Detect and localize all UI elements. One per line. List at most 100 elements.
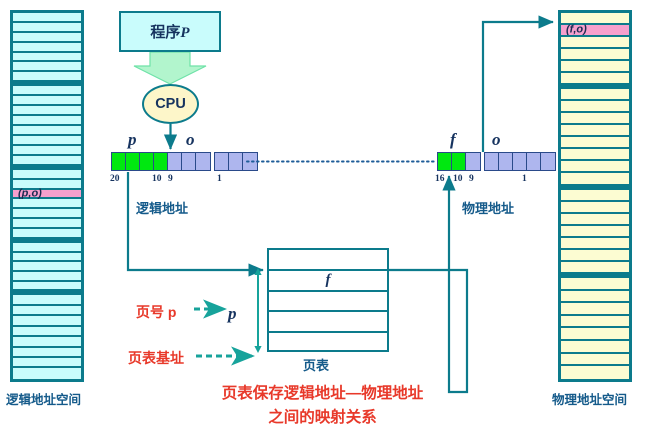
logical-tick-10: 10	[152, 174, 162, 184]
logical-tick-9: 9	[168, 174, 173, 184]
memory-row	[13, 106, 81, 117]
logical-address-field-o	[214, 152, 258, 171]
physical-group: (f,o)	[561, 13, 629, 89]
bit-cell	[527, 153, 541, 170]
memory-row	[13, 22, 81, 33]
memory-row	[13, 347, 81, 359]
memory-row-highlight-label: (p,o)	[18, 186, 42, 199]
bit-cell	[229, 153, 243, 170]
p-field-to-page-table-path	[126, 172, 264, 277]
cpu-node: CPU	[142, 84, 199, 124]
memory-row	[13, 281, 81, 292]
logical-group	[13, 13, 81, 87]
bit-cell	[126, 153, 140, 170]
memory-row	[13, 272, 81, 282]
memory-row	[561, 303, 629, 316]
program-label: 程序P	[150, 21, 189, 42]
page-table-row	[269, 250, 387, 271]
memory-row	[561, 137, 629, 150]
memory-row	[561, 173, 629, 186]
bit-cell	[243, 153, 257, 170]
memory-row	[13, 305, 81, 317]
page-table-base-annotation: 页表基址	[128, 350, 184, 366]
physical-field-o-label: o	[492, 130, 501, 149]
memory-row-highlight-label: (f,o)	[566, 23, 587, 36]
memory-row	[561, 261, 629, 274]
memory-row	[13, 316, 81, 327]
physical-address-bar	[437, 152, 556, 171]
page-table-row: f	[269, 271, 387, 292]
program-to-cpu-arrow	[133, 52, 207, 85]
memory-row	[13, 126, 81, 136]
memory-row	[13, 252, 81, 263]
memory-row	[561, 290, 629, 304]
logical-address-caption: 逻辑地址	[136, 201, 189, 216]
logical-group	[13, 86, 81, 170]
program-label-var: P	[180, 25, 190, 41]
memory-row	[561, 328, 629, 342]
bit-cell	[168, 153, 182, 170]
memory-row	[13, 199, 81, 210]
logical-field-p-label: p	[128, 130, 137, 149]
memory-row	[13, 42, 81, 53]
memory-row	[13, 72, 81, 83]
memory-row	[13, 32, 81, 43]
logical-tick-20: 20	[110, 174, 120, 184]
page-table-row	[269, 292, 387, 313]
physical-address-space-label: 物理地址空间	[552, 393, 628, 407]
memory-row	[13, 262, 81, 272]
physical-tick-9: 9	[469, 174, 474, 184]
memory-row	[561, 315, 629, 329]
logical-group: (p,o)	[13, 169, 81, 244]
memory-row	[13, 155, 81, 166]
memory-row	[13, 229, 81, 239]
memory-row	[13, 243, 81, 253]
memory-row	[13, 135, 81, 146]
memory-row	[561, 278, 629, 291]
bit-cell	[499, 153, 513, 170]
physical-tick-16: 16	[435, 174, 445, 184]
physical-field-f-label: f	[450, 130, 456, 149]
memory-row	[561, 366, 629, 379]
bit-cell	[154, 153, 168, 170]
bottom-caption-line-2: 之间的映射关系	[268, 409, 377, 426]
physical-address-caption: 物理地址	[462, 201, 515, 216]
logical-group	[13, 295, 81, 379]
memory-row	[561, 13, 629, 25]
program-label-text: 程序	[150, 24, 181, 41]
memory-row	[561, 201, 629, 214]
bit-cell	[182, 153, 196, 170]
memory-row	[13, 326, 81, 338]
memory-row	[561, 88, 629, 101]
size-indicator-arrow-down	[254, 346, 262, 353]
memory-row	[561, 237, 629, 250]
physical-address-space-block: (f,o)	[558, 10, 632, 382]
memory-row	[13, 358, 81, 369]
memory-row	[13, 13, 81, 23]
page-table-row	[269, 333, 387, 354]
logical-address-space-block: (p,o)	[10, 10, 84, 382]
memory-row	[561, 48, 629, 61]
memory-row	[13, 96, 81, 107]
bit-cell	[438, 153, 452, 170]
memory-row	[13, 116, 81, 126]
memory-row	[561, 125, 629, 138]
memory-row	[561, 149, 629, 162]
memory-row	[13, 169, 81, 180]
page-table-cell-f: f	[325, 271, 331, 288]
bottom-caption: 页表保存逻辑地址—物理地址 之间的映射关系	[0, 382, 645, 430]
logical-address-space-label: 逻辑地址空间	[6, 393, 82, 407]
logical-address-field-p	[111, 152, 211, 171]
bottom-caption-line-1: 页表保存逻辑地址—物理地址	[221, 385, 424, 402]
physical-tick-10: 10	[453, 174, 463, 184]
physical-address-field-o	[484, 152, 556, 171]
physical-group	[561, 189, 629, 279]
page-table-to-physical-path	[389, 270, 467, 380]
page-number-annotation: 页号 p	[136, 304, 177, 320]
memory-row	[13, 145, 81, 156]
page-table-caption: 页表	[303, 358, 330, 373]
physical-group	[561, 278, 629, 379]
cpu-label: CPU	[155, 96, 186, 112]
